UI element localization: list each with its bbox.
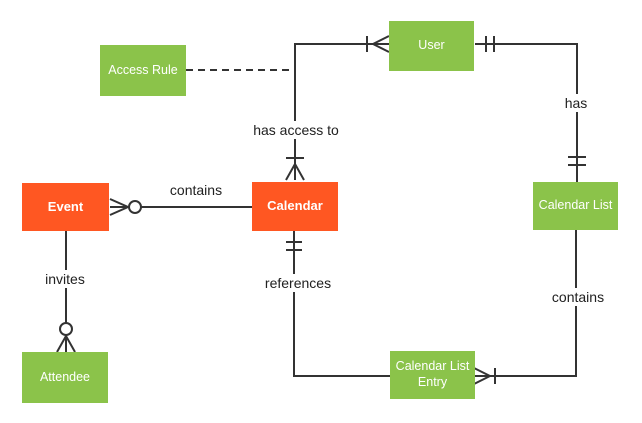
entity-calendar-list-entry-label: Calendar List Entry <box>395 359 470 389</box>
entity-attendee[interactable]: Attendee <box>22 352 108 403</box>
entity-calendar-list-label: Calendar List <box>538 198 613 213</box>
connector-references <box>286 231 390 377</box>
connector-contains-event-calendar <box>109 198 252 216</box>
crowsfoot-many-icon <box>473 367 491 385</box>
entity-attendee-label: Attendee <box>39 369 91 384</box>
relationship-label-has-access-to: has access to <box>248 121 344 139</box>
connector-has <box>475 36 586 182</box>
connector-line <box>490 230 577 377</box>
relationship-label-contains-2: contains <box>546 288 610 306</box>
crowsfoot-many-icon <box>56 335 76 353</box>
crowsfoot-many-icon <box>109 198 129 216</box>
entity-calendar-list-entry[interactable]: Calendar List Entry <box>390 351 475 399</box>
relationship-label-has: has <box>559 94 593 112</box>
connector-line <box>293 231 390 377</box>
connector-line <box>294 43 389 180</box>
entity-user[interactable]: User <box>389 21 474 71</box>
entity-access-rule-label: Access Rule <box>108 62 178 77</box>
relationship-label-invites: invites <box>40 270 90 288</box>
connector-has-access-to <box>285 35 390 181</box>
cardinality-exactly-one-ticks-icon <box>485 36 495 52</box>
entity-calendar[interactable]: Calendar <box>252 182 338 231</box>
entity-user-label: User <box>418 38 445 53</box>
crowsfoot-many-icon <box>285 163 305 181</box>
entity-calendar-list[interactable]: Calendar List <box>533 182 618 230</box>
connector-line <box>475 43 578 182</box>
crowsfoot-many-icon <box>372 35 390 53</box>
connector-contains-list-entry <box>473 230 577 385</box>
cardinality-zero-circle-icon <box>128 200 142 214</box>
cardinality-exactly-one-ticks-icon <box>286 241 302 251</box>
entity-event[interactable]: Event <box>22 183 109 231</box>
entity-event-label: Event <box>47 198 84 214</box>
entity-access-rule[interactable]: Access Rule <box>100 45 186 96</box>
connector-invites <box>56 231 76 353</box>
entity-calendar-label: Calendar <box>267 198 323 214</box>
cardinality-zero-circle-icon <box>59 322 73 336</box>
cardinality-exactly-one-ticks-icon <box>568 156 586 166</box>
relationship-label-contains: contains <box>164 181 228 199</box>
relationship-label-references: references <box>259 274 337 292</box>
